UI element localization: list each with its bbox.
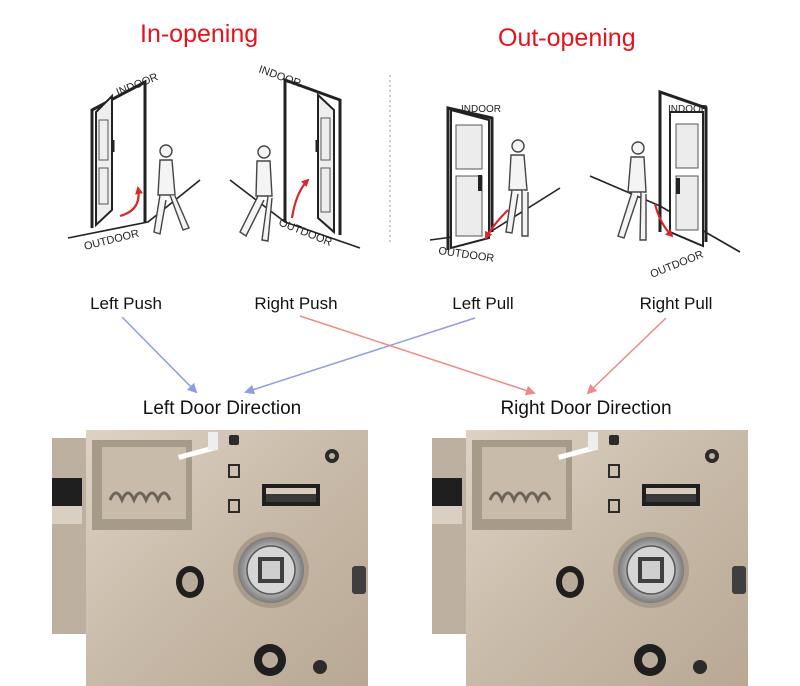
right-door-direction-label: Right Door Direction (500, 398, 672, 419)
door-illustration-left-push: INDOOR OUTDOOR (67, 71, 201, 253)
outdoor-text: OUTDOOR (83, 228, 141, 253)
out-opening-heading: Out-opening (498, 24, 636, 52)
lock-body-left (52, 430, 368, 686)
arrow-left-push-to-left-door (121, 316, 198, 394)
arrow-right-push-to-right-door (299, 315, 536, 396)
door-illustration-right-push: INDOOR OUTDOOR (229, 64, 361, 249)
indoor-text: INDOOR (668, 104, 708, 115)
arrow-right-pull-to-right-door (586, 317, 667, 395)
arrow-left-pull-to-left-door (244, 317, 476, 395)
left-pull-label: Left Pull (452, 294, 514, 313)
door-illustration-left-pull: INDOOR OUTDOOR (429, 104, 561, 265)
lock-body-right (432, 430, 748, 686)
outdoor-text: OUTDOOR (649, 249, 706, 281)
left-push-label: Left Push (90, 294, 162, 313)
indoor-text: INDOOR (257, 64, 303, 90)
indoor-text: INDOOR (461, 104, 501, 115)
outdoor-text: OUTDOOR (438, 245, 495, 265)
door-illustration-right-pull: INDOOR OUTDOOR (589, 89, 741, 281)
left-door-direction-label: Left Door Direction (142, 398, 302, 419)
right-push-label: Right Push (254, 294, 338, 313)
in-opening-heading: In-opening (140, 20, 259, 48)
indoor-text: INDOOR (115, 71, 160, 99)
right-pull-label: Right Pull (639, 294, 713, 313)
